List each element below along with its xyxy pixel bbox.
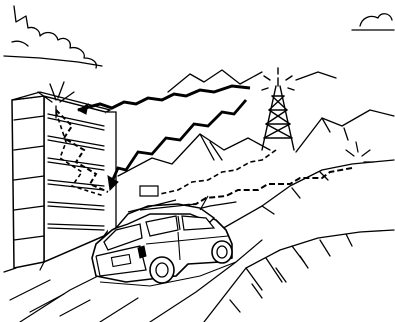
radio-tower	[262, 68, 294, 150]
cloud-left	[4, 6, 102, 68]
cloud-right	[352, 14, 394, 30]
signal-direct-to-building	[78, 86, 250, 110]
rear-wheel	[150, 257, 174, 283]
front-wheel	[212, 241, 232, 263]
reflection-flash-icon	[346, 142, 374, 162]
signal-reflected-to-car	[110, 100, 246, 186]
signal-mountain-to-car	[176, 168, 352, 206]
